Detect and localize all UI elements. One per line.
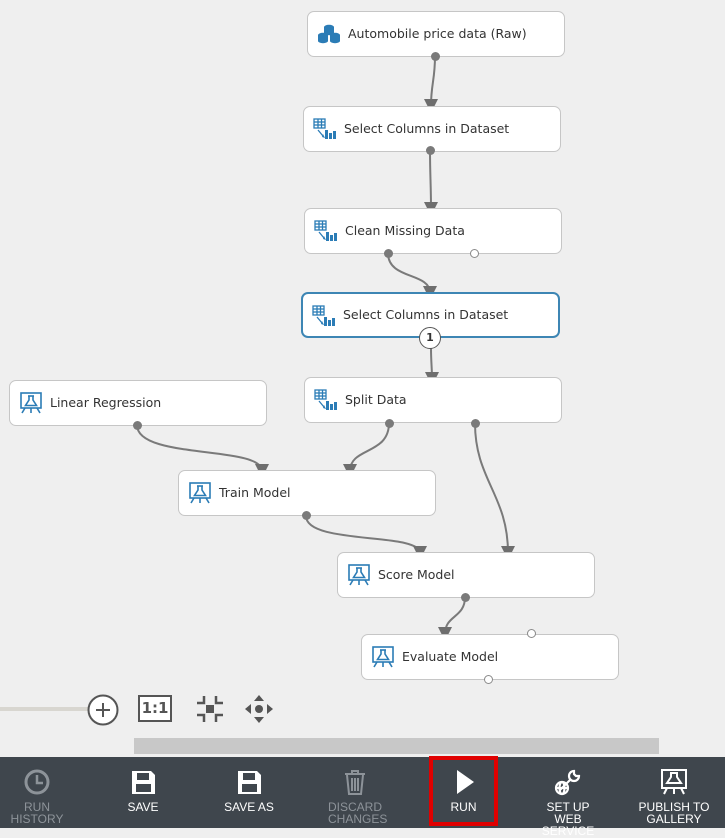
input-port[interactable]: [527, 629, 536, 638]
run-history-button[interactable]: RUN HISTORY: [0, 757, 74, 828]
module-label: Linear Regression: [50, 395, 162, 410]
command-bar: RUN HISTORY SAVE SAVE AS DISCARD CHANGES…: [0, 757, 725, 837]
module-automobile-price-data[interactable]: Automobile price data (Raw): [307, 11, 565, 57]
dataset-icon: [318, 24, 340, 44]
module-linear-regression[interactable]: Linear Regression: [9, 380, 267, 426]
button-label: SAVE AS: [224, 800, 274, 814]
flask-icon: [348, 564, 370, 586]
output-port[interactable]: [426, 146, 435, 155]
clock-icon: [24, 769, 50, 795]
save-button[interactable]: SAVE: [118, 757, 168, 828]
output-port[interactable]: [384, 249, 393, 258]
actual-size-button[interactable]: 1:1: [138, 695, 172, 722]
button-label: RUN HISTORY: [10, 800, 64, 826]
discard-changes-button[interactable]: DISCARD CHANGES: [322, 757, 388, 828]
output-port-badge[interactable]: 1: [419, 327, 441, 349]
output-port[interactable]: [461, 593, 470, 602]
output-port[interactable]: [471, 419, 480, 428]
horizontal-scrollbar[interactable]: [134, 738, 659, 754]
output-port[interactable]: [133, 421, 142, 430]
module-label: Evaluate Model: [402, 649, 499, 664]
connection: [387, 252, 437, 300]
connection: [424, 55, 439, 113]
module-label: Automobile price data (Raw): [348, 26, 527, 41]
connection: [424, 347, 439, 386]
button-label: PUBLISH TO GALLERY: [638, 800, 710, 826]
save-as-button[interactable]: SAVE AS: [219, 757, 279, 828]
connection: [438, 596, 466, 641]
button-label: SAVE: [127, 800, 159, 814]
flask-icon: [372, 646, 394, 668]
run-button[interactable]: RUN: [433, 757, 494, 828]
module-label: Score Model: [378, 567, 455, 582]
connection: [136, 424, 269, 478]
output-port[interactable]: [431, 52, 440, 61]
connection: [423, 149, 438, 216]
module-label: Select Columns in Dataset: [343, 307, 509, 322]
module-select-columns-1[interactable]: Select Columns in Dataset: [303, 106, 561, 152]
table-transform-icon: [313, 118, 336, 139]
save-icon: [132, 771, 155, 794]
save-as-icon: [238, 771, 261, 794]
flask-icon: [20, 392, 42, 414]
connection: [305, 515, 427, 560]
trash-icon: [345, 770, 365, 795]
module-clean-missing-data[interactable]: Clean Missing Data: [304, 208, 562, 254]
play-icon: [456, 770, 474, 794]
module-label: Clean Missing Data: [345, 223, 465, 238]
output-port[interactable]: [385, 419, 394, 428]
zoom-in-icon[interactable]: [86, 693, 120, 727]
button-label: DISCARD CHANGES: [328, 800, 388, 826]
connection: [474, 422, 515, 560]
module-score-model[interactable]: Score Model: [337, 552, 595, 598]
module-train-model[interactable]: Train Model: [178, 470, 436, 516]
gallery-icon: [661, 769, 687, 795]
pan-icon[interactable]: [244, 694, 274, 724]
output-port[interactable]: [470, 249, 479, 258]
connections-layer: [0, 55, 515, 711]
button-label: SET UP WEB SERVICE: [541, 800, 595, 838]
module-evaluate-model[interactable]: Evaluate Model: [361, 634, 619, 680]
table-transform-icon: [312, 305, 335, 326]
set-up-web-service-button[interactable]: SET UP WEB SERVICE: [530, 757, 606, 837]
publish-to-gallery-button[interactable]: PUBLISH TO GALLERY: [638, 757, 710, 828]
module-label: Select Columns in Dataset: [344, 121, 510, 136]
table-transform-icon: [314, 220, 337, 241]
run-button-highlight: [429, 756, 498, 826]
connection: [343, 422, 390, 478]
module-label: Split Data: [345, 392, 407, 407]
module-split-data[interactable]: Split Data: [304, 377, 562, 423]
flask-icon: [189, 482, 211, 504]
output-port[interactable]: [484, 675, 493, 684]
module-label: Train Model: [219, 485, 291, 500]
button-label: RUN: [450, 800, 477, 814]
experiment-canvas[interactable]: Automobile price data (Raw) Select Colum…: [0, 0, 725, 757]
web-service-icon: [554, 769, 581, 796]
fit-to-screen-icon[interactable]: [195, 694, 225, 724]
output-port[interactable]: [302, 511, 311, 520]
table-transform-icon: [314, 389, 337, 410]
